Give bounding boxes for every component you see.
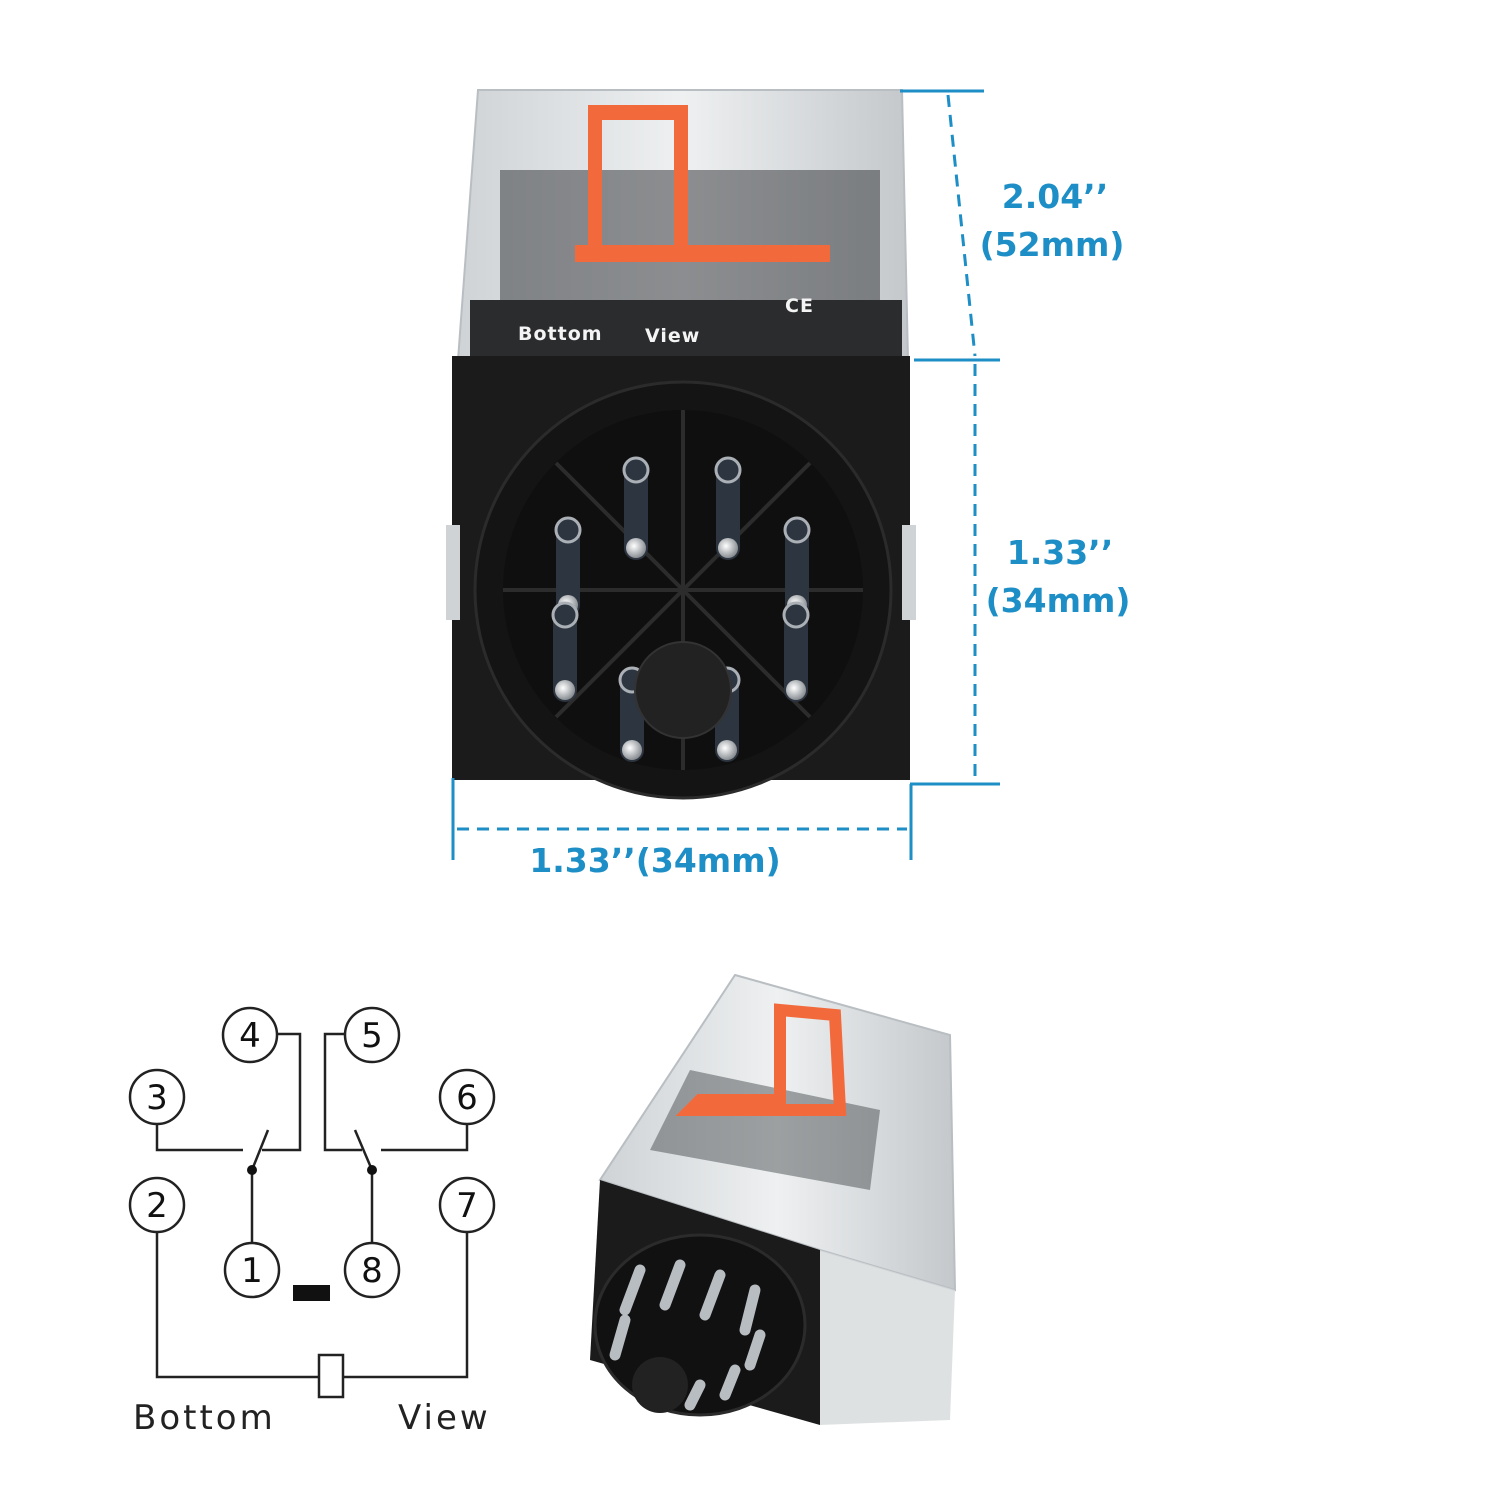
relay-pin-collar <box>782 601 810 629</box>
relay-pin-collar <box>551 601 579 629</box>
height-mm-label: (52mm) <box>980 225 1125 264</box>
relay-main-photo: Bottom View CE <box>446 89 916 800</box>
relay-pin-tip <box>786 680 806 700</box>
orange-test-lever <box>575 105 830 262</box>
diagram-caption-bottom: Bottom <box>133 1398 276 1438</box>
pin-number-1: 1 <box>241 1251 263 1291</box>
relay-pin-collar <box>783 516 811 544</box>
pin-circle-6 <box>438 1068 496 1126</box>
small-relay-pin <box>684 1379 706 1411</box>
small-relay-pin <box>719 1364 741 1401</box>
small-relay-pin <box>659 1259 686 1311</box>
pin-number-2: 2 <box>146 1186 168 1226</box>
relay-pin-collar <box>554 516 582 544</box>
small-relay-pin <box>619 1264 646 1316</box>
depth-inches-label: 1.33’’ <box>1007 533 1114 572</box>
common-contact-dot-left <box>247 1165 257 1175</box>
small-relay-pins <box>609 1259 766 1411</box>
pin-circle-2 <box>128 1176 186 1234</box>
relay-pin-tip <box>555 680 575 700</box>
relay-side-clip-left <box>446 525 460 620</box>
switch-blade-right <box>353 1129 374 1171</box>
relay-print-view: View <box>645 325 700 347</box>
relay-pin-tip <box>718 538 738 558</box>
wiring-diagram <box>155 1032 469 1399</box>
pin-number-6: 6 <box>456 1078 478 1118</box>
pin-number-4: 4 <box>239 1016 261 1056</box>
relay-print-bottom: Bottom <box>518 323 603 345</box>
switch-blade-left <box>250 1129 270 1171</box>
pin-circle-4 <box>221 1006 279 1064</box>
common-contact-dot-right <box>367 1165 377 1175</box>
pin-circle-3 <box>128 1068 186 1126</box>
pin-number-7: 7 <box>456 1186 478 1226</box>
pin-circle-5 <box>343 1006 401 1064</box>
small-relay-pin <box>744 1329 766 1371</box>
pin-circles: 1 2 3 4 5 6 7 8 <box>128 1006 496 1299</box>
relay-pin-tip <box>717 740 737 760</box>
pin-circle-7 <box>438 1176 496 1234</box>
pin-number-5: 5 <box>361 1016 383 1056</box>
small-relay-side <box>820 1250 955 1425</box>
relay-angled-photo <box>590 973 957 1425</box>
relay-label-band <box>470 300 902 358</box>
diagram-caption-view: View <box>398 1398 491 1438</box>
pin-circle-8 <box>343 1241 401 1299</box>
small-relay-pin <box>739 1284 761 1336</box>
height-inches-label: 2.04’’ <box>1002 177 1109 216</box>
relay-pin-tip <box>622 740 642 760</box>
small-relay-center-key <box>632 1357 688 1413</box>
relay-center-key <box>634 641 732 739</box>
small-relay-orange-lever <box>675 1003 847 1116</box>
small-relay-pin <box>609 1314 631 1361</box>
relay-pin-collar <box>622 456 650 484</box>
small-relay-pin <box>699 1269 726 1321</box>
relay-pin-collar <box>714 456 742 484</box>
relay-pin-tip <box>626 538 646 558</box>
polarity-mark <box>293 1285 330 1301</box>
pin-number-8: 8 <box>361 1251 383 1291</box>
relay-side-clip-right <box>902 525 916 620</box>
width-label: 1.33’’(34mm) <box>529 841 780 880</box>
coil-symbol <box>317 1353 345 1399</box>
ce-mark: CE <box>785 295 814 317</box>
pin-number-3: 3 <box>146 1078 168 1118</box>
depth-mm-label: (34mm) <box>986 581 1131 620</box>
pin-circle-1 <box>223 1241 281 1299</box>
dimension-lines <box>451 89 1000 860</box>
